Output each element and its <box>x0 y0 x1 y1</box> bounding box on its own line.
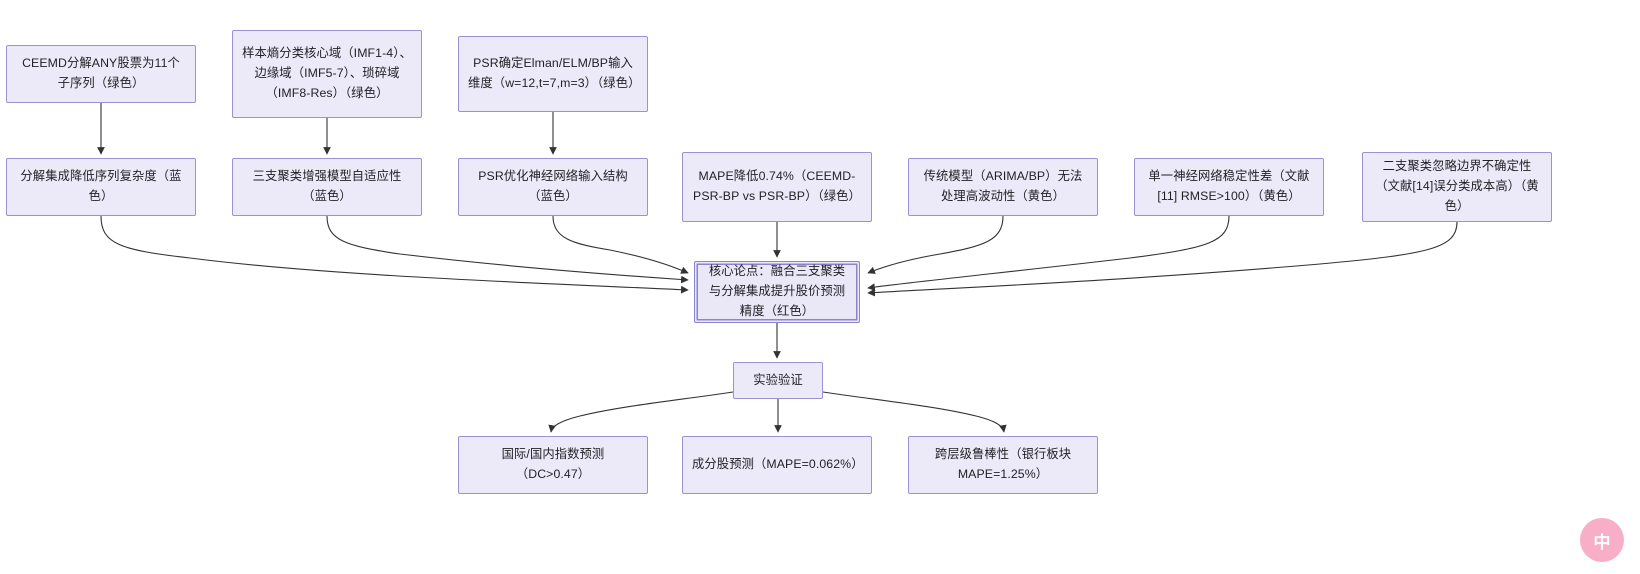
node-traditional-model-limitation[interactable]: 传统模型（ARIMA/BP）无法处理高波动性（黄色） <box>908 158 1098 216</box>
node-reduce-sequence-complexity[interactable]: 分解集成降低序列复杂度（蓝色） <box>6 158 196 216</box>
node-label: 跨层级鲁棒性（银行板块MAPE=1.25%） <box>934 447 1072 481</box>
node-index-prediction-result[interactable]: 国际/国内指数预测（DC>0.47） <box>458 436 648 494</box>
node-label: 实验验证 <box>753 372 803 387</box>
node-mape-improvement[interactable]: MAPE降低0.74%（CEEMD-PSR-BP vs PSR-BP）（绿色） <box>682 152 872 222</box>
edge-complexity-to-core <box>100 215 689 294</box>
watermark-text: 中 <box>1593 532 1611 553</box>
edge-singlenn-to-core <box>867 215 1230 291</box>
edge-adaptive-to-core <box>326 215 689 284</box>
node-psr-input-dimension[interactable]: PSR确定Elman/ELM/BP输入维度（w=12,t=7,m=3）（绿色） <box>458 36 648 112</box>
edge-experiment-to-robust <box>822 391 1007 433</box>
node-label: 国际/国内指数预测（DC>0.47） <box>501 447 605 481</box>
node-sample-entropy-classification[interactable]: 样本熵分类核心域（IMF1-4）、边缘域（IMF5-7）、琐碎域（IMF8-Re… <box>232 30 422 118</box>
node-constituent-stock-result[interactable]: 成分股预测（MAPE=0.062%） <box>682 436 872 494</box>
node-cross-level-robustness-result[interactable]: 跨层级鲁棒性（银行板块MAPE=1.25%） <box>908 436 1098 494</box>
node-label: 二支聚类忽略边界不确定性（文献[14]误分类成本高）（黄色） <box>1375 159 1539 213</box>
edge-experiment-to-index <box>548 391 734 433</box>
node-ceemd-decomposition[interactable]: CEEMD分解ANY股票为11个子序列（绿色） <box>6 45 196 103</box>
node-label: 传统模型（ARIMA/BP）无法处理高波动性（黄色） <box>923 169 1083 203</box>
edge-psrstruct-to-core <box>552 215 689 274</box>
node-core-thesis[interactable]: 核心论点：融合三支聚类与分解集成提升股价预测精度（红色） <box>694 261 860 323</box>
node-label: 成分股预测（MAPE=0.062%） <box>692 457 864 472</box>
edge-twoway-to-core <box>867 221 1458 297</box>
node-label: 单一神经网络稳定性差（文献[11] RMSE>100）（黄色） <box>1148 169 1310 203</box>
node-two-way-clustering-limitation[interactable]: 二支聚类忽略边界不确定性（文献[14]误分类成本高）（黄色） <box>1362 152 1552 222</box>
node-label: MAPE降低0.74%（CEEMD-PSR-BP vs PSR-BP）（绿色） <box>693 169 861 203</box>
node-label: 核心论点：融合三支聚类与分解集成提升股价预测精度（红色） <box>708 264 846 318</box>
node-single-nn-instability[interactable]: 单一神经网络稳定性差（文献[11] RMSE>100）（黄色） <box>1134 158 1324 216</box>
node-experimental-validation[interactable]: 实验验证 <box>733 362 823 399</box>
node-label: CEEMD分解ANY股票为11个子序列（绿色） <box>22 56 180 90</box>
node-three-way-clustering-adaptivity[interactable]: 三支聚类增强模型自适应性（蓝色） <box>232 158 422 216</box>
node-label: PSR优化神经网络输入结构（蓝色） <box>478 169 628 203</box>
edge-traditional-to-core <box>867 215 1004 274</box>
node-label: 分解集成降低序列复杂度（蓝色） <box>20 169 182 203</box>
watermark-badge: 中 <box>1580 518 1624 562</box>
node-label: PSR确定Elman/ELM/BP输入维度（w=12,t=7,m=3）（绿色） <box>468 56 641 90</box>
node-label: 三支聚类增强模型自适应性（蓝色） <box>252 169 402 203</box>
node-label: 样本熵分类核心域（IMF1-4）、边缘域（IMF5-7）、琐碎域（IMF8-Re… <box>242 46 412 100</box>
node-psr-optimize-nn-structure[interactable]: PSR优化神经网络输入结构（蓝色） <box>458 158 648 216</box>
